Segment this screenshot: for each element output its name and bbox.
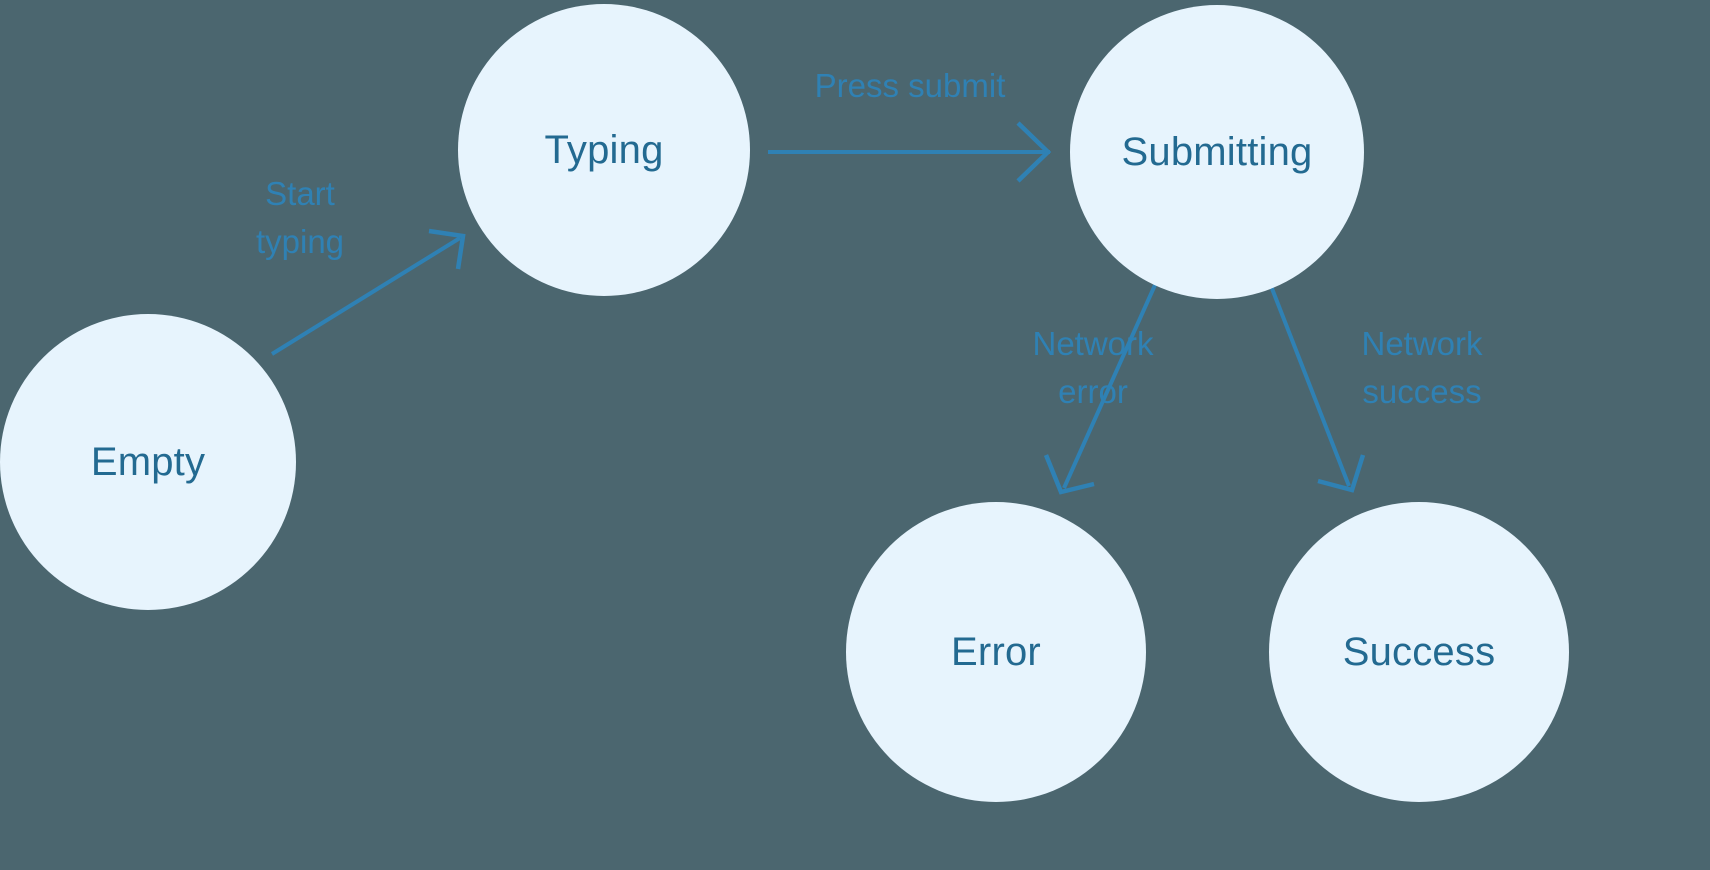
edge-submitting-to-success-line [1269,285,1351,487]
state-node-empty-label: Empty [90,440,206,484]
edge-label-network-error: Network error [1032,325,1154,410]
state-node-empty[interactable]: Empty [0,314,296,610]
state-node-success-label: Success [1342,630,1496,674]
edge-label-press-submit: Press submit [814,67,1006,104]
state-node-typing[interactable]: Typing [458,4,750,296]
edge-label-start-typing: Start typing [255,175,345,260]
state-node-error-label: Error [951,630,1041,674]
edge-label-network-success: Network success [1361,325,1483,410]
state-node-submitting-label: Submitting [1121,130,1313,174]
state-node-error[interactable]: Error [846,502,1146,802]
state-node-submitting[interactable]: Submitting [1070,5,1364,299]
edge-empty-to-typing [270,228,466,356]
state-node-typing-label: Typing [544,128,664,172]
edge-empty-to-typing-line [270,236,462,356]
edge-typing-to-submitting [768,121,1052,183]
edge-typing-to-submitting-arrowhead [1016,121,1052,183]
edge-submitting-to-success-arrowhead [1317,454,1366,493]
edge-submitting-to-success [1269,285,1366,493]
edge-submitting-to-error-arrowhead [1043,454,1095,495]
edge-submitting-to-error [1043,284,1157,495]
state-node-success[interactable]: Success [1269,502,1569,802]
edge-empty-to-typing-arrowhead [428,228,466,270]
edge-submitting-to-error-line [1062,284,1157,489]
